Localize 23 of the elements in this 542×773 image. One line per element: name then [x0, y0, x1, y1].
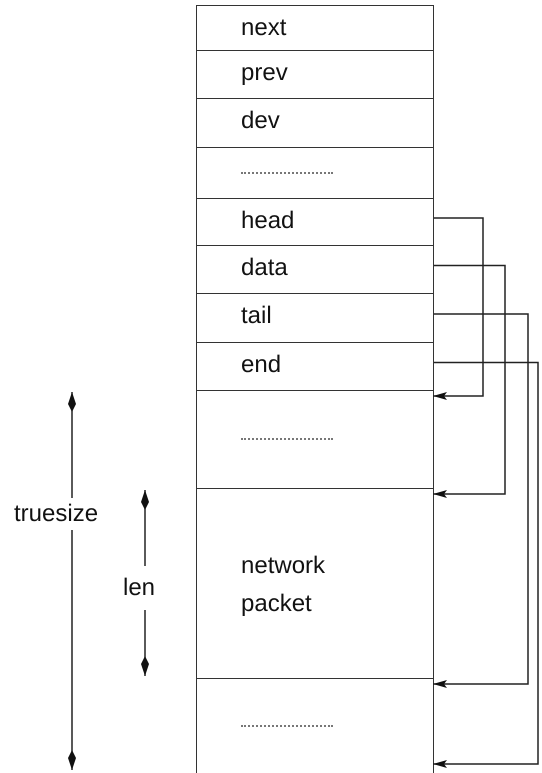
field-label: tail [241, 301, 273, 331]
memory-row [196, 342, 434, 391]
memory-row [196, 390, 434, 489]
field-label: data [241, 253, 289, 283]
memory-row [196, 678, 434, 773]
memory-row [196, 98, 434, 148]
memory-row [196, 198, 434, 246]
field-label: head [241, 206, 296, 236]
pointer-arrow [433, 313, 529, 688]
memory-row [196, 50, 434, 99]
pointer-arrow [433, 362, 539, 768]
field-label: network packet [241, 551, 326, 619]
memory-row [196, 147, 434, 199]
pointer-arrow [433, 264, 506, 498]
memory-row [196, 245, 434, 294]
memory-row [196, 293, 434, 343]
pointer-arrow [433, 217, 484, 400]
field-label: next [241, 13, 288, 43]
field-label: prev [241, 58, 289, 88]
memory-row [196, 488, 434, 679]
field-label: end [241, 350, 282, 380]
memory-row [196, 5, 434, 51]
field-label: dev [241, 106, 281, 136]
